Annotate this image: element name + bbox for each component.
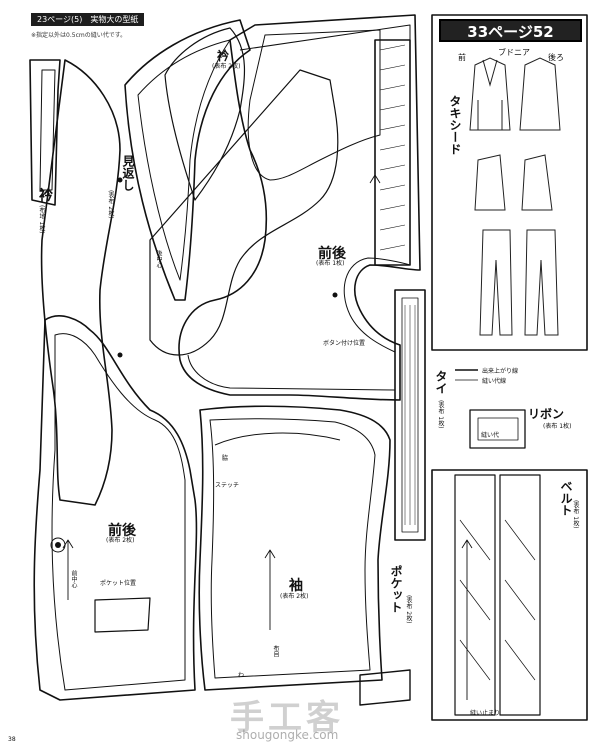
sleeve-label: 袖 xyxy=(289,578,303,594)
facing-label: 見返し xyxy=(121,155,135,191)
front-back-top-label: 前後 xyxy=(318,246,346,262)
blouse-label: ブドニア xyxy=(498,48,530,57)
tie-lower-outline xyxy=(394,289,426,541)
legend-finish-label: 出来上がり線 xyxy=(482,368,519,375)
grain-arrow-3 xyxy=(369,174,381,250)
grain-label: 布目 xyxy=(272,645,279,657)
belt-right xyxy=(499,474,541,716)
collar-big-outline xyxy=(124,19,251,301)
ribbon-note: (表布 1枚) xyxy=(543,423,572,430)
front-back-bottom-outline xyxy=(33,315,198,701)
front-back-top-outline xyxy=(178,14,421,401)
front-back-top-seam xyxy=(187,24,411,391)
front-left-outline xyxy=(40,59,121,506)
seam-allowance-note: ※指定以外は0.5cmの縫い代です。 xyxy=(31,32,127,39)
facing-strip-outline xyxy=(29,59,61,206)
grain-arrow-4 xyxy=(461,539,473,700)
page-reference-badge: 33ページ52 xyxy=(439,19,582,42)
front-back-bottom-inner xyxy=(51,333,186,691)
pants-front-illustration xyxy=(479,229,513,336)
belt-box xyxy=(431,469,588,721)
center-front-label: 前中心 xyxy=(70,570,77,588)
collar-big-inner xyxy=(137,39,231,281)
jacket-lapel-illustration xyxy=(477,59,503,130)
vest-front-illustration xyxy=(474,154,506,211)
tuxedo-label: タキシード xyxy=(448,95,462,155)
belt-hatch-left xyxy=(459,519,491,681)
button-mark xyxy=(55,542,61,548)
back-view-label: 後ろ xyxy=(548,53,564,62)
inset-box xyxy=(431,14,588,351)
collar-big-label: 衿 xyxy=(217,49,230,63)
collar-small-outline xyxy=(164,27,245,201)
vest-back-illustration xyxy=(521,154,553,211)
fold-label: わ xyxy=(238,672,245,679)
belt-label: ベルト xyxy=(559,480,573,516)
center-back-label: 後中心 xyxy=(155,250,162,268)
collar-big-note: (表布 2枚) xyxy=(212,63,241,70)
watermark-logo: 手工客 xyxy=(230,698,344,738)
belt-note: (表布 1枚) xyxy=(572,500,579,529)
tie-lower-lines xyxy=(404,305,416,525)
section-header: 23ページ(5) 実物大の型紙 xyxy=(31,13,145,26)
watermark-url: shougongke.com xyxy=(236,728,339,742)
collar-small-label: 衿 xyxy=(39,188,53,204)
button-mark xyxy=(332,292,338,298)
tie-strip-hatch xyxy=(379,44,406,251)
front-back-bottom-label: 前後 xyxy=(108,523,136,539)
tie-note: (表布 1枚) xyxy=(437,400,444,429)
jacket-front-illustration xyxy=(469,57,511,131)
sleeve-inner xyxy=(209,418,376,679)
grain-arrow-2 xyxy=(264,549,276,630)
front-back-top-note: (表布 1枚) xyxy=(316,260,345,267)
tie-label: タイ xyxy=(434,370,448,394)
side-seam-label: 脇 xyxy=(222,455,229,462)
button-mark xyxy=(117,352,123,358)
ribbon-label: リボン xyxy=(528,407,565,421)
belt-hatch-right xyxy=(504,519,536,681)
button-ring xyxy=(50,537,66,553)
facing-strip-inner xyxy=(39,69,56,191)
front-view-label: 前 xyxy=(458,53,466,62)
tie-lower-inner xyxy=(401,297,419,533)
pocket-outline xyxy=(359,669,411,706)
pocket-note: (表布 2枚) xyxy=(405,595,412,624)
ribbon-cut-label: 縫い代 xyxy=(481,432,500,439)
belt-left xyxy=(454,474,496,716)
facing-diagonal-outline xyxy=(149,69,339,356)
sleeve-outline xyxy=(198,405,391,691)
button-position-label: ボタン付け位置 xyxy=(323,340,366,347)
pocket-position-label: ポケット位置 xyxy=(100,580,137,587)
front-back-bottom-note: (表布 2枚) xyxy=(106,537,135,544)
jacket-back-illustration xyxy=(519,57,561,131)
ribbon-stop-label: 縫い止まり xyxy=(470,710,501,717)
collar-small-note: (布地 1枚) xyxy=(38,205,45,234)
legend-seam-label: 縫い代線 xyxy=(482,378,507,385)
pocket-left-outline xyxy=(94,597,151,633)
pants-back-illustration xyxy=(524,229,559,336)
stitch-label: ステッチ xyxy=(215,482,240,489)
sleeve-top-seam xyxy=(214,432,341,446)
sleeve-note: (表布 2枚) xyxy=(280,593,309,600)
ribbon-inner xyxy=(477,417,519,441)
ribbon-outline xyxy=(469,409,526,449)
button-mark xyxy=(117,177,123,183)
front-back-top-inner xyxy=(247,29,381,181)
facing-note: (表布 2枚) xyxy=(107,190,114,219)
page-number: 38 xyxy=(8,736,16,743)
pocket-label: ポケット xyxy=(389,565,403,613)
